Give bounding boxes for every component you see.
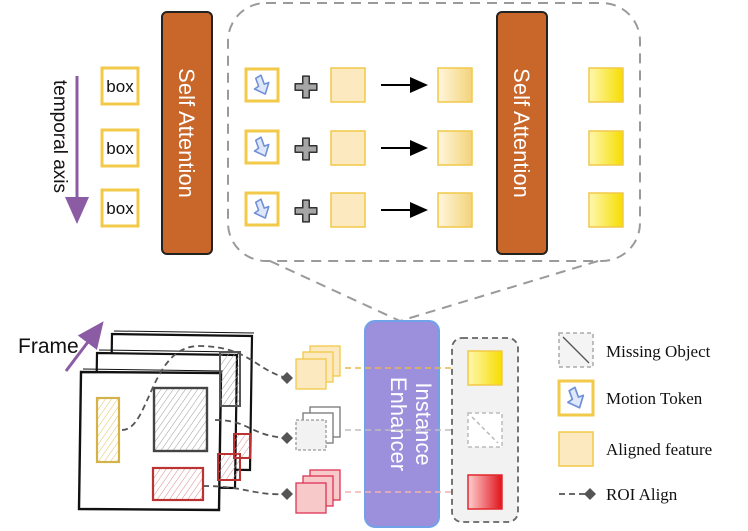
enhanced-feature-missing: [467, 412, 503, 448]
expansion-panel: [227, 2, 641, 262]
feature-stack-yellow: [295, 345, 341, 390]
output-feature-3: [588, 192, 624, 228]
fused-feature: [437, 192, 473, 228]
aligned-feature: [330, 130, 366, 166]
box-input-1: box: [100, 66, 140, 106]
self-attention-label: Self Attention: [174, 68, 199, 198]
token-row-3: [244, 191, 473, 228]
roi-diamond: [281, 372, 293, 384]
motion-token: [244, 129, 280, 165]
roi-diamond: [281, 488, 293, 500]
frame-label: Frame: [18, 335, 79, 358]
frame-axis-arrow: [64, 321, 104, 372]
enhanced-feature-yellow: [467, 350, 503, 386]
box-label: box: [106, 139, 134, 158]
roi-align-path-mid: [214, 419, 288, 439]
legend-label: Motion Token: [606, 389, 703, 408]
object-gray: [152, 386, 209, 453]
frame-stack: [77, 330, 255, 512]
zoom-line-left: [269, 260, 401, 322]
box-label: box: [106, 77, 134, 96]
legend-aligned-feature: Aligned feature: [558, 431, 712, 467]
feature-stack-red: [295, 469, 341, 514]
feature-stack-gray: [295, 406, 341, 451]
self-attention-block-left: Self Attention: [161, 11, 213, 255]
output-feature-1: [588, 67, 624, 103]
enhancer-label-line1: Instance: [411, 382, 436, 465]
self-attention-label: Self Attention: [509, 68, 534, 198]
fused-feature: [437, 67, 473, 103]
aligned-feature: [330, 67, 366, 103]
roi-align-path-top: [121, 345, 288, 431]
object-red: [151, 466, 205, 502]
box-input-3: box: [100, 188, 140, 228]
fused-feature: [437, 130, 473, 166]
legend: Missing Object Motion Token Aligned feat…: [557, 332, 712, 504]
temporal-axis-label: temporal axis: [49, 80, 70, 193]
legend-label: ROI Align: [606, 485, 678, 504]
zoom-line-right: [399, 260, 599, 322]
roi-align-path-bot: [202, 485, 288, 496]
self-attention-block-right: Self Attention: [496, 11, 548, 255]
plus-icon: [294, 137, 318, 161]
roi-diamond: [281, 432, 293, 444]
motion-token: [244, 67, 280, 103]
instance-enhancer-block: Instance Enhancer: [364, 320, 440, 528]
legend-roi-align: ROI Align: [559, 485, 678, 504]
legend-motion-token: Motion Token: [557, 379, 703, 417]
enhancer-label-line2: Enhancer: [386, 377, 411, 471]
legend-missing-object: Missing Object: [558, 332, 711, 368]
token-row-1: [244, 67, 473, 103]
legend-label: Aligned feature: [606, 440, 712, 459]
plus-icon: [294, 199, 318, 223]
plus-icon: [294, 75, 318, 99]
box-label: box: [106, 199, 134, 218]
aligned-feature: [330, 192, 366, 228]
legend-label: Missing Object: [606, 342, 711, 361]
enhanced-feature-red: [467, 474, 503, 510]
output-feature-2: [588, 130, 624, 166]
object-yellow: [95, 396, 121, 464]
box-input-2: box: [100, 128, 140, 168]
token-row-2: [244, 129, 473, 166]
